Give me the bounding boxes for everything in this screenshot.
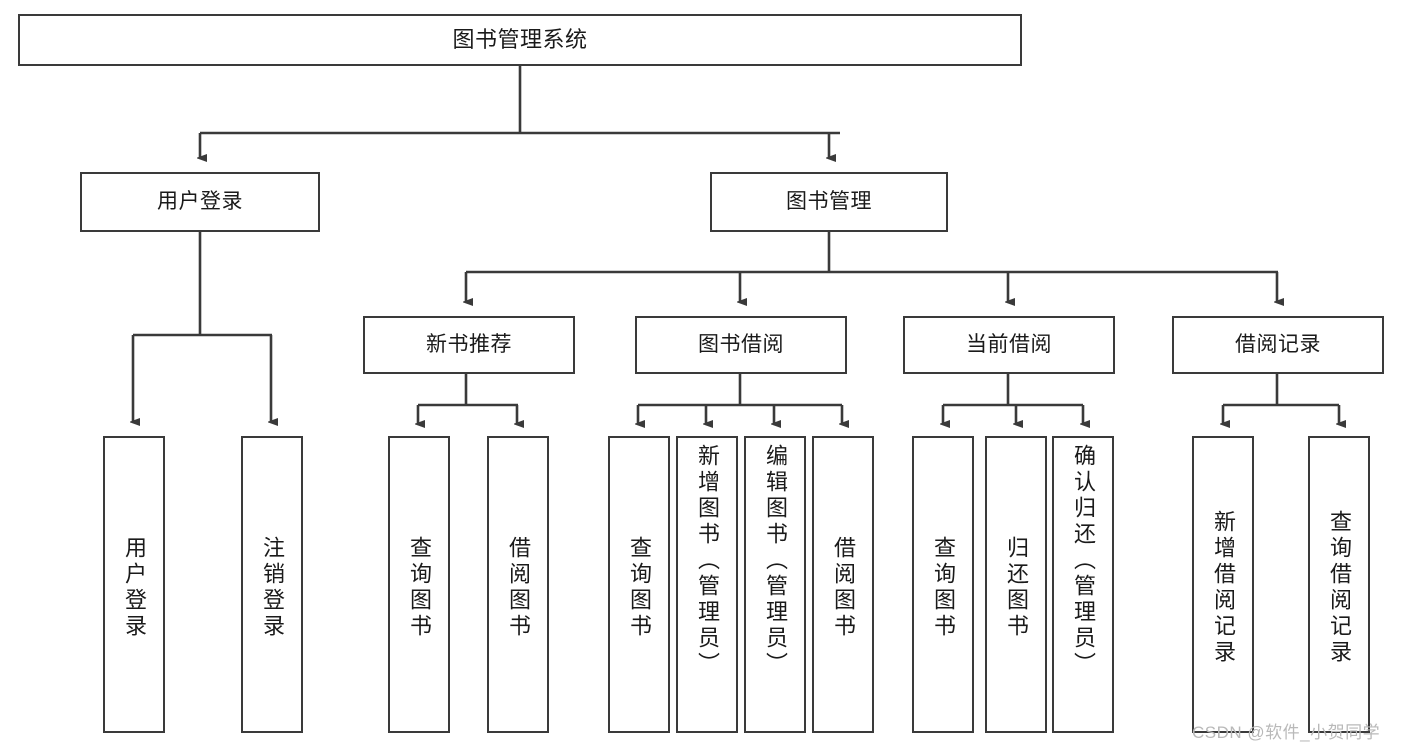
node-leaf-user-login-label: 用户登录 bbox=[122, 535, 147, 640]
node-book-borrow[interactable]: 图书借阅 bbox=[635, 316, 847, 374]
node-leaf-query-book-3-label: 查询图书 bbox=[931, 535, 956, 640]
csdn-watermark: CSDN @软件_小贺同学 bbox=[1192, 723, 1381, 742]
node-leaf-edit-book-label: 编辑图书（管理员） bbox=[763, 444, 788, 678]
node-leaf-query-book-1[interactable]: 查询图书 bbox=[388, 436, 450, 733]
node-leaf-logout-login-label: 注销登录 bbox=[260, 535, 285, 640]
node-current-borrow-label: 当前借阅 bbox=[966, 332, 1052, 356]
node-book-manage[interactable]: 图书管理 bbox=[710, 172, 948, 232]
node-leaf-borrow-book-2[interactable]: 借阅图书 bbox=[812, 436, 874, 733]
node-new-book-recommend[interactable]: 新书推荐 bbox=[363, 316, 575, 374]
node-borrow-record[interactable]: 借阅记录 bbox=[1172, 316, 1384, 374]
node-leaf-query-book-1-label: 查询图书 bbox=[407, 535, 432, 640]
node-leaf-add-record-label: 新增借阅记录 bbox=[1211, 509, 1236, 666]
node-book-borrow-label: 图书借阅 bbox=[698, 332, 784, 356]
node-leaf-query-book-3[interactable]: 查询图书 bbox=[912, 436, 974, 733]
node-user-login[interactable]: 用户登录 bbox=[80, 172, 320, 232]
node-leaf-query-record-label: 查询借阅记录 bbox=[1327, 509, 1352, 666]
node-current-borrow[interactable]: 当前借阅 bbox=[903, 316, 1115, 374]
node-leaf-add-book-label: 新增图书（管理员） bbox=[695, 444, 720, 678]
node-leaf-return-book[interactable]: 归还图书 bbox=[985, 436, 1047, 733]
node-leaf-user-login[interactable]: 用户登录 bbox=[103, 436, 165, 733]
node-leaf-query-record[interactable]: 查询借阅记录 bbox=[1308, 436, 1370, 733]
node-book-manage-label: 图书管理 bbox=[786, 189, 872, 213]
node-leaf-return-book-label: 归还图书 bbox=[1004, 535, 1029, 640]
node-leaf-edit-book[interactable]: 编辑图书（管理员） bbox=[744, 436, 806, 733]
node-leaf-logout-login[interactable]: 注销登录 bbox=[241, 436, 303, 733]
node-leaf-query-book-2[interactable]: 查询图书 bbox=[608, 436, 670, 733]
node-leaf-borrow-book-1[interactable]: 借阅图书 bbox=[487, 436, 549, 733]
node-leaf-confirm-return-label: 确认归还（管理员） bbox=[1071, 444, 1096, 678]
node-leaf-add-book[interactable]: 新增图书（管理员） bbox=[676, 436, 738, 733]
node-leaf-confirm-return[interactable]: 确认归还（管理员） bbox=[1052, 436, 1114, 733]
node-leaf-borrow-book-2-label: 借阅图书 bbox=[831, 535, 856, 640]
node-borrow-record-label: 借阅记录 bbox=[1235, 332, 1321, 356]
node-leaf-borrow-book-1-label: 借阅图书 bbox=[506, 535, 531, 640]
node-root[interactable]: 图书管理系统 bbox=[18, 14, 1022, 66]
node-leaf-query-book-2-label: 查询图书 bbox=[627, 535, 652, 640]
node-user-login-label: 用户登录 bbox=[157, 189, 243, 213]
node-new-book-recommend-label: 新书推荐 bbox=[426, 332, 512, 356]
node-leaf-add-record[interactable]: 新增借阅记录 bbox=[1192, 436, 1254, 733]
node-root-label: 图书管理系统 bbox=[452, 27, 588, 53]
